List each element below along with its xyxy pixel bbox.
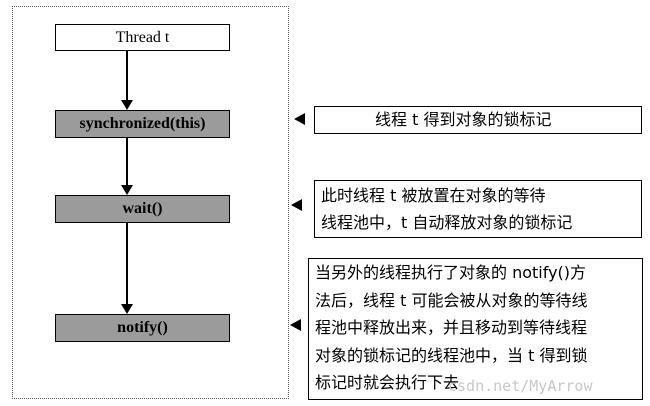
note-line: 对象的锁标记的线程池中，当 t 得到锁 bbox=[315, 345, 588, 365]
connector-wait-notify bbox=[126, 223, 128, 304]
arrowhead-to-wait bbox=[121, 185, 133, 195]
note-acquire-lock: 线程 t 得到对象的锁标记 bbox=[314, 106, 642, 134]
note-line: 此时线程 t 被放置在对象的等待 bbox=[321, 186, 546, 205]
note-line: 线程 t 得到对象的锁标记 bbox=[375, 110, 552, 129]
note-notify-release: 当另外的线程执行了对象的 notify()方 法后，线程 t 可能会被从对象的等… bbox=[308, 258, 643, 400]
note-line: 法后，线程 t 可能会被从对象的等待线 bbox=[315, 290, 588, 310]
note-line: 当另外的线程执行了对象的 notify()方 bbox=[315, 263, 587, 282]
wait-box: wait() bbox=[55, 195, 230, 223]
synchronized-box: synchronized(this) bbox=[55, 110, 230, 138]
connector-sync-wait bbox=[126, 138, 128, 185]
note-line: 线程池中，t 自动释放对象的锁标记 bbox=[321, 213, 573, 232]
pointer-note-3 bbox=[290, 319, 301, 331]
arrowhead-to-sync bbox=[121, 100, 133, 110]
notify-box: notify() bbox=[55, 314, 230, 342]
flow-frame bbox=[12, 6, 289, 399]
pointer-note-1 bbox=[294, 113, 305, 125]
note-wait-pool: 此时线程 t 被放置在对象的等待 线程池中，t 自动释放对象的锁标记 bbox=[314, 180, 642, 238]
connector-thread-sync bbox=[126, 51, 128, 100]
thread-t-box: Thread t bbox=[55, 24, 230, 51]
note-line: 程池中释放出来，并且移动到等待线程 bbox=[315, 318, 588, 337]
watermark: csdn.net/MyArrow bbox=[448, 377, 593, 395]
note-line: 标记时就会执行下去 bbox=[315, 373, 460, 392]
arrowhead-to-notify bbox=[121, 304, 133, 314]
pointer-note-2 bbox=[291, 199, 302, 211]
